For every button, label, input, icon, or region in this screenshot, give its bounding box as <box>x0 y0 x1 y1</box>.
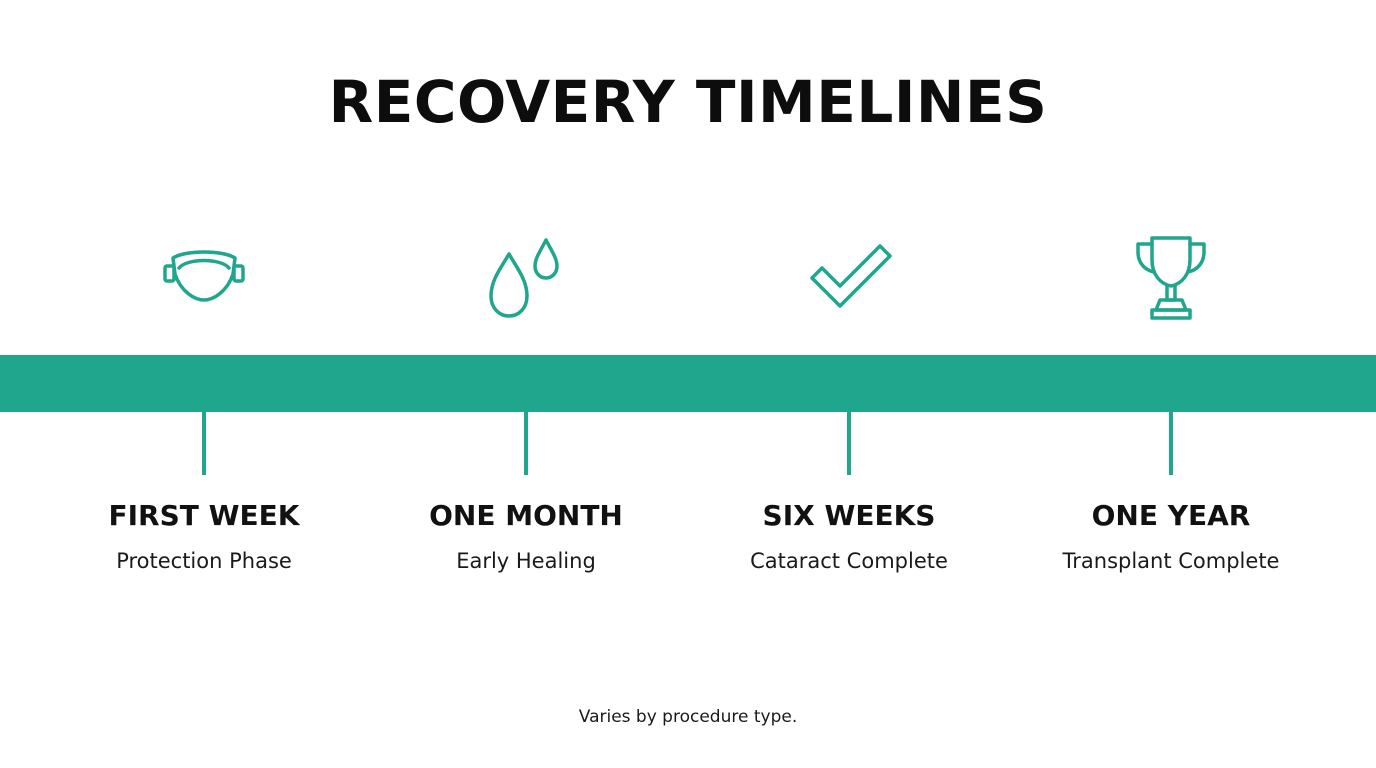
milestone-subtitle: Transplant Complete <box>1062 549 1280 573</box>
milestone-label: ONE YEAR <box>1091 499 1251 532</box>
trophy-icon <box>1126 230 1216 326</box>
milestone-tick <box>524 412 528 475</box>
milestone-subtitle: Early Healing <box>456 549 596 573</box>
milestone-label: SIX WEEKS <box>762 499 936 532</box>
milestone-one-year: ONE YEAR Transplant Complete <box>1021 230 1321 590</box>
milestone-subtitle: Protection Phase <box>116 549 292 573</box>
milestone-tick <box>1169 412 1173 475</box>
milestone-first-week: FIRST WEEK Protection Phase <box>54 230 354 590</box>
milestone-six-weeks: SIX WEEKS Cataract Complete <box>699 230 999 590</box>
milestone-tick <box>202 412 206 475</box>
water-drops-icon <box>481 230 571 326</box>
page-title: RECOVERY TIMELINES <box>328 68 1048 136</box>
milestone-subtitle: Cataract Complete <box>750 549 948 573</box>
eye-shield-icon <box>159 230 249 326</box>
footnote: Varies by procedure type. <box>578 707 798 727</box>
timeline-band <box>0 355 1376 412</box>
milestone-one-month: ONE MONTH Early Healing <box>376 230 676 590</box>
milestone-tick <box>847 412 851 475</box>
milestone-label: FIRST WEEK <box>108 499 300 532</box>
checkmark-icon <box>804 230 894 326</box>
milestone-label: ONE MONTH <box>429 499 623 532</box>
